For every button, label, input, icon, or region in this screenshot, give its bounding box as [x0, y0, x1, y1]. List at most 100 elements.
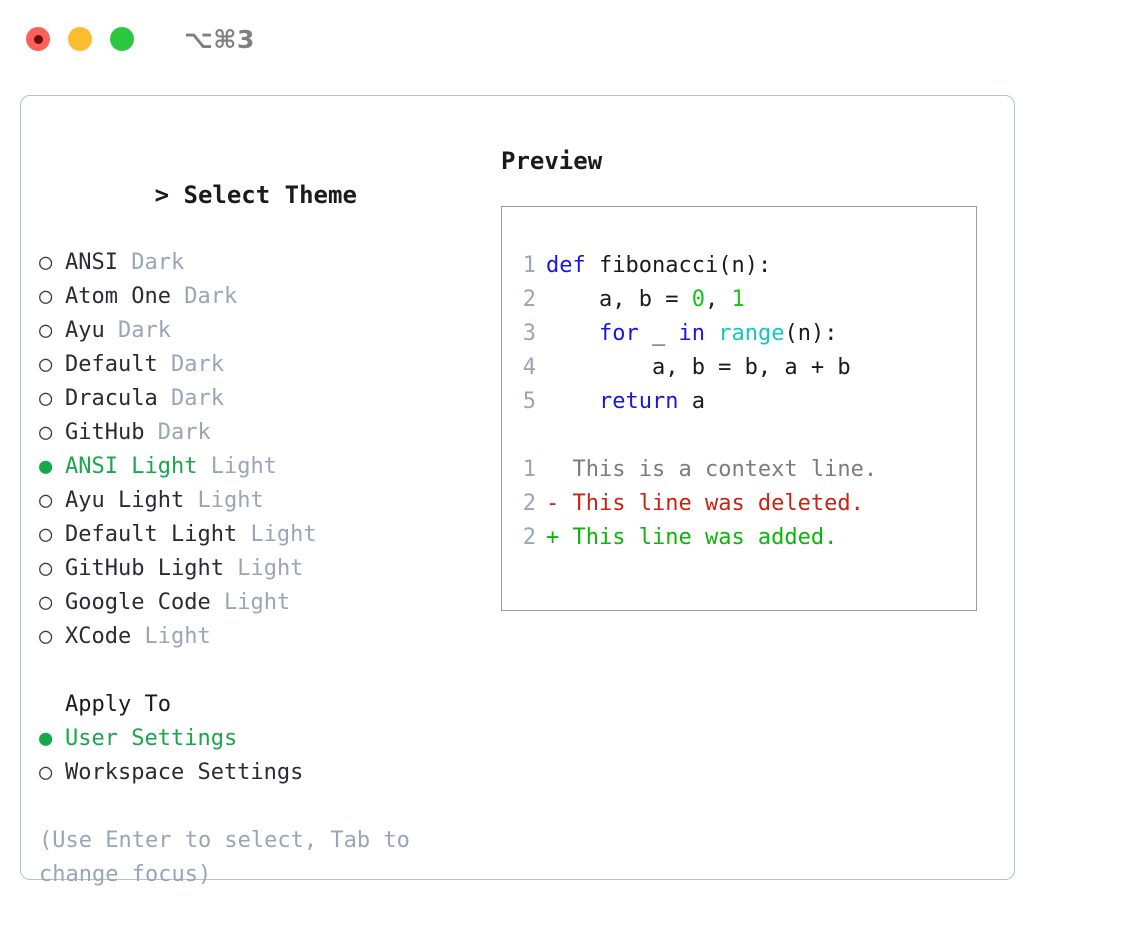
- diff-marker: [546, 457, 559, 482]
- code-token: a: [678, 389, 705, 414]
- theme-option-tag: Dark: [170, 352, 224, 377]
- theme-option-tag: Dark: [157, 420, 211, 445]
- radio-unselected-icon[interactable]: ○: [39, 624, 53, 649]
- theme-option[interactable]: ●ANSI Light Light: [39, 450, 499, 484]
- main-panel: > Select Theme ○ANSI Dark○Atom One Dark○…: [20, 95, 1015, 887]
- radio-unselected-icon[interactable]: ○: [39, 488, 53, 513]
- diff-text: This is a context line.: [572, 457, 878, 482]
- select-theme-label: Select Theme: [183, 181, 357, 209]
- code-token: in: [678, 321, 705, 346]
- theme-option-tag: Light: [223, 590, 291, 615]
- code-token: _: [638, 321, 679, 346]
- code-line: 2 a, b = 0, 1: [502, 283, 976, 317]
- radio-unselected-icon[interactable]: ○: [39, 352, 53, 377]
- code-line: 4 a, b = b, a + b: [502, 351, 976, 385]
- minimize-window-icon[interactable]: [68, 27, 92, 51]
- radio-unselected-icon[interactable]: ○: [39, 556, 53, 581]
- radio-unselected-icon[interactable]: ○: [39, 386, 53, 411]
- radio-unselected-icon[interactable]: ○: [39, 284, 53, 309]
- theme-option-name: Dracula: [65, 386, 158, 411]
- code-token: fibonacci: [599, 253, 719, 278]
- theme-option[interactable]: ○Ayu Light Light: [39, 484, 499, 518]
- theme-option[interactable]: ○Default Light Light: [39, 518, 499, 552]
- radio-unselected-icon[interactable]: ○: [39, 760, 53, 785]
- apply-to-option[interactable]: ○ Workspace Settings: [39, 756, 499, 790]
- radio-selected-icon[interactable]: ●: [39, 454, 53, 479]
- theme-option-tag: Dark: [118, 318, 171, 343]
- preview-code-box: 1 def fibonacci(n):2 a, b = 0, 1 3 for _ i…: [501, 206, 977, 611]
- theme-option[interactable]: ○GitHub Dark: [39, 416, 499, 450]
- close-window-icon[interactable]: [26, 27, 50, 51]
- radio-unselected-icon[interactable]: ○: [39, 250, 53, 275]
- code-token: [586, 253, 599, 278]
- theme-option[interactable]: ○ Default Dark: [39, 348, 499, 382]
- code-token: ,: [704, 287, 732, 312]
- theme-option[interactable]: ○ ANSI Dark: [39, 246, 499, 280]
- radio-unselected-icon[interactable]: ○: [39, 590, 53, 615]
- window-title: ⌥⌘3: [184, 24, 255, 54]
- window-controls: [26, 27, 134, 51]
- theme-list: ○ANSI Dark○Atom One Dark○Ayu Dark○Defaul…: [39, 246, 499, 654]
- titlebar: ⌥⌘3: [0, 0, 1140, 78]
- line-number: 5: [522, 389, 536, 414]
- preview-heading: Preview: [501, 147, 603, 175]
- theme-option-name: Ayu Light: [65, 488, 185, 513]
- code-token: [546, 321, 599, 346]
- space: [131, 620, 144, 654]
- diff-line-content: - This line was deleted.: [546, 487, 864, 521]
- diff-line-content: This is a context line.: [546, 453, 878, 487]
- apply-to-heading: Apply To: [65, 692, 171, 717]
- code-token: range: [718, 321, 785, 346]
- code-token: 0: [691, 287, 705, 312]
- code-token: for: [598, 321, 639, 346]
- theme-picker-column: > Select Theme ○ANSI Dark○Atom One Dark○…: [39, 144, 499, 892]
- theme-option-name: ANSI: [65, 250, 118, 275]
- diff-line-number: 2: [522, 491, 536, 516]
- diff-line-content: + This line was added.: [546, 521, 837, 555]
- space: [224, 552, 237, 586]
- theme-option-name: Google Code: [65, 590, 211, 615]
- theme-option-tag: Light: [250, 522, 317, 547]
- radio-selected-icon[interactable]: ●: [39, 726, 53, 751]
- code-line: 5 return a: [502, 385, 976, 419]
- theme-option[interactable]: ○GitHub Light Light: [39, 552, 499, 586]
- radio-unselected-icon[interactable]: ○: [39, 318, 53, 343]
- diff-line-number: 2: [522, 525, 536, 550]
- code-token: (n):: [718, 253, 772, 278]
- space: [184, 484, 197, 518]
- radio-unselected-icon[interactable]: ○: [39, 522, 53, 547]
- theme-option[interactable]: ○Atom One Dark: [39, 280, 499, 314]
- theme-option[interactable]: ○ Google Code Light: [39, 586, 499, 620]
- theme-option-tag: Light: [210, 454, 277, 479]
- code-line-content: def fibonacci(n):: [546, 249, 771, 283]
- theme-option[interactable]: ○Ayu Dark: [39, 314, 499, 348]
- code-line-content: a, b = b, a + b: [546, 351, 851, 385]
- code-token: 1: [731, 287, 745, 312]
- radio-unselected-icon[interactable]: ○: [39, 420, 53, 445]
- theme-option-tag: Light: [237, 556, 304, 581]
- theme-option-name: XCode: [65, 624, 132, 649]
- line-number: 3: [522, 321, 536, 346]
- select-theme-heading: > Select Theme: [39, 144, 499, 246]
- space: [211, 586, 224, 620]
- theme-option-name: Atom One: [65, 284, 171, 309]
- diff-marker: +: [546, 525, 560, 550]
- diff-text: This line was added.: [572, 525, 838, 550]
- code-line: 1 def fibonacci(n):: [502, 249, 976, 283]
- line-number: 1: [522, 253, 536, 278]
- theme-option-name: Default: [65, 352, 158, 377]
- apply-to-list: ●User Settings ○ Workspace Settings: [39, 722, 499, 790]
- spacer: [39, 654, 499, 688]
- theme-option[interactable]: ○XCode Light: [39, 620, 499, 654]
- theme-option-tag: Dark: [131, 250, 185, 275]
- theme-option[interactable]: ○Dracula Dark: [39, 382, 499, 416]
- apply-to-option[interactable]: ●User Settings: [39, 722, 499, 756]
- line-number: 4: [522, 355, 536, 380]
- space: [105, 314, 118, 348]
- space: [144, 416, 157, 450]
- keyboard-hint: (Use Enter to select, Tab to change focu…: [39, 828, 410, 887]
- code-line-content: return a: [546, 385, 705, 419]
- apply-to-option-name: Workspace Settings: [65, 760, 304, 785]
- diff-line: 2 - This line was deleted.: [502, 487, 976, 521]
- maximize-window-icon[interactable]: [110, 27, 134, 51]
